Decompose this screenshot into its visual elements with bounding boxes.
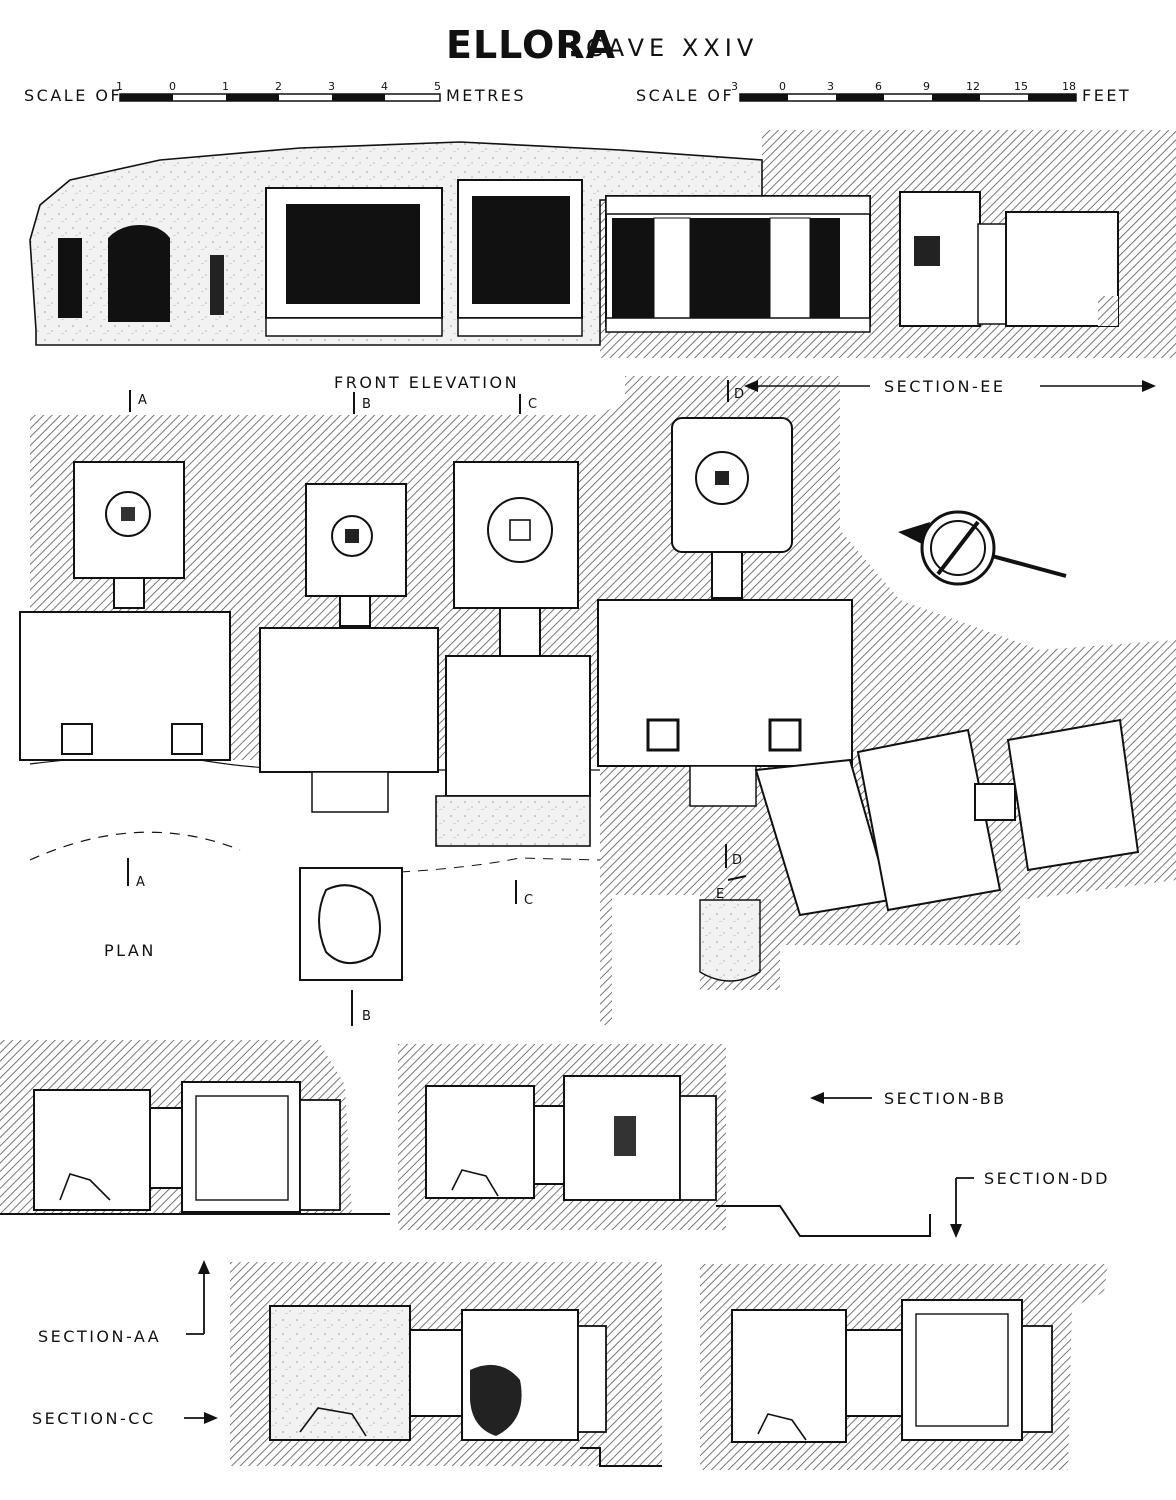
imperial-tick-0: 3 [731,80,738,93]
imperial-tick-3: 6 [875,80,882,93]
title-block: ELLORA : CAVE XXIV [446,23,758,67]
marker-c-top: C [528,397,537,412]
section-dd-callout: SECTION-DD [950,1169,1110,1238]
section-cc-label: SECTION-CC [32,1409,156,1428]
section-bb-callout: SECTION-BB [810,1089,1007,1108]
imperial-tick-1: 0 [779,80,786,93]
section-dd-drawing [700,1264,1108,1470]
metric-tick-4: 3 [328,80,335,93]
imperial-scale-prefix: SCALE OF [636,86,734,105]
section-bb-label: SECTION-BB [884,1089,1007,1108]
marker-d-bottom: D [732,853,742,868]
front-elevation-label: FRONT ELEVATION [334,373,519,392]
metric-tick-5: 4 [381,80,388,93]
imperial-tick-7: 18 [1062,80,1076,93]
section-cc-callout: SECTION-CC [32,1409,218,1428]
imperial-scale: SCALE OF 3 0 3 6 9 12 15 18 FEET [636,80,1131,105]
marker-b-bottom: B [362,1009,371,1024]
metric-scale-unit: METRES [446,86,526,105]
imperial-tick-4: 9 [923,80,930,93]
marker-b-top: B [362,397,371,412]
marker-d-top: D [734,387,744,402]
metric-scale-prefix: SCALE OF [24,86,122,105]
imperial-tick-5: 12 [966,80,980,93]
section-aa-label: SECTION-AA [38,1327,161,1346]
metric-tick-3: 2 [275,80,282,93]
section-aa-drawing [0,1040,390,1215]
section-ee-callout: SECTION-EE [744,377,1156,396]
section-cut-markers: A A B B C C D D E [127,380,747,1026]
imperial-tick-2: 3 [827,80,834,93]
plan-drawing [0,376,1176,1025]
section-bb-drawing [398,1044,931,1237]
section-aa-callout: SECTION-AA [38,1260,210,1346]
section-cc-drawing [230,1262,662,1467]
metric-scale: SCALE OF 1 0 1 2 3 4 5 METRES [24,80,526,105]
marker-a-top: A [138,393,147,408]
marker-a-bottom: A [136,875,145,890]
metric-tick-2: 1 [222,80,229,93]
imperial-scale-unit: FEET [1082,86,1131,105]
metric-tick-1: 0 [169,80,176,93]
imperial-tick-6: 15 [1014,80,1028,93]
north-arrow-icon [898,510,1067,586]
metric-tick-6: 5 [434,80,441,93]
section-dd-label: SECTION-DD [984,1169,1110,1188]
metric-tick-0: 1 [116,80,123,93]
marker-e: E [716,887,724,902]
plan-label: PLAN [104,941,156,960]
title-separator: : [568,30,579,63]
marker-c-bottom: C [524,893,533,908]
section-ee-label: SECTION-EE [884,377,1005,396]
front-elevation-drawing [29,130,1176,358]
title-sub: CAVE XXIV [586,34,758,62]
title-main: ELLORA [446,23,616,67]
